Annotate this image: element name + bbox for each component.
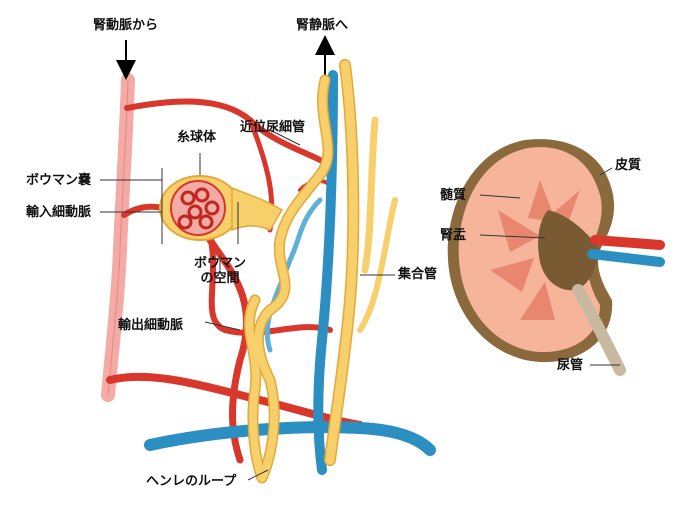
- label-bowman-space-line1: ボウマン: [193, 256, 246, 271]
- label-renal-vein-out: 腎静脈へ: [296, 18, 349, 33]
- label-renal-artery-in: 腎動脈から: [93, 18, 159, 33]
- label-bowman-space-line2: の空間: [200, 271, 240, 286]
- label-collecting-duct: 集合管: [398, 267, 438, 282]
- renal-artery-trunk: [101, 73, 135, 402]
- tubule-network: [243, 59, 398, 484]
- label-cortex: 皮質: [615, 158, 642, 173]
- label-afferent-arteriole: 輸入細動脈: [26, 205, 92, 220]
- label-renal-pelvis: 腎盂: [440, 228, 467, 243]
- leader-lines: [100, 129, 620, 481]
- label-bowman-capsule: ボウマン嚢: [26, 173, 92, 188]
- label-efferent-arteriole: 輸出細動脈: [118, 318, 184, 333]
- label-glomerulus: 糸球体: [177, 130, 217, 145]
- label-medulla: 髄質: [440, 188, 467, 203]
- label-ureter: 尿管: [557, 358, 584, 373]
- label-loop-of-henle: ヘンレのループ: [146, 474, 237, 489]
- label-bowman-space: ボウマン の空間: [190, 256, 250, 286]
- glomerulus-group: [159, 175, 284, 241]
- kidney-cross-section: [447, 139, 665, 376]
- label-proximal-tubule: 近位尿細管: [240, 120, 306, 135]
